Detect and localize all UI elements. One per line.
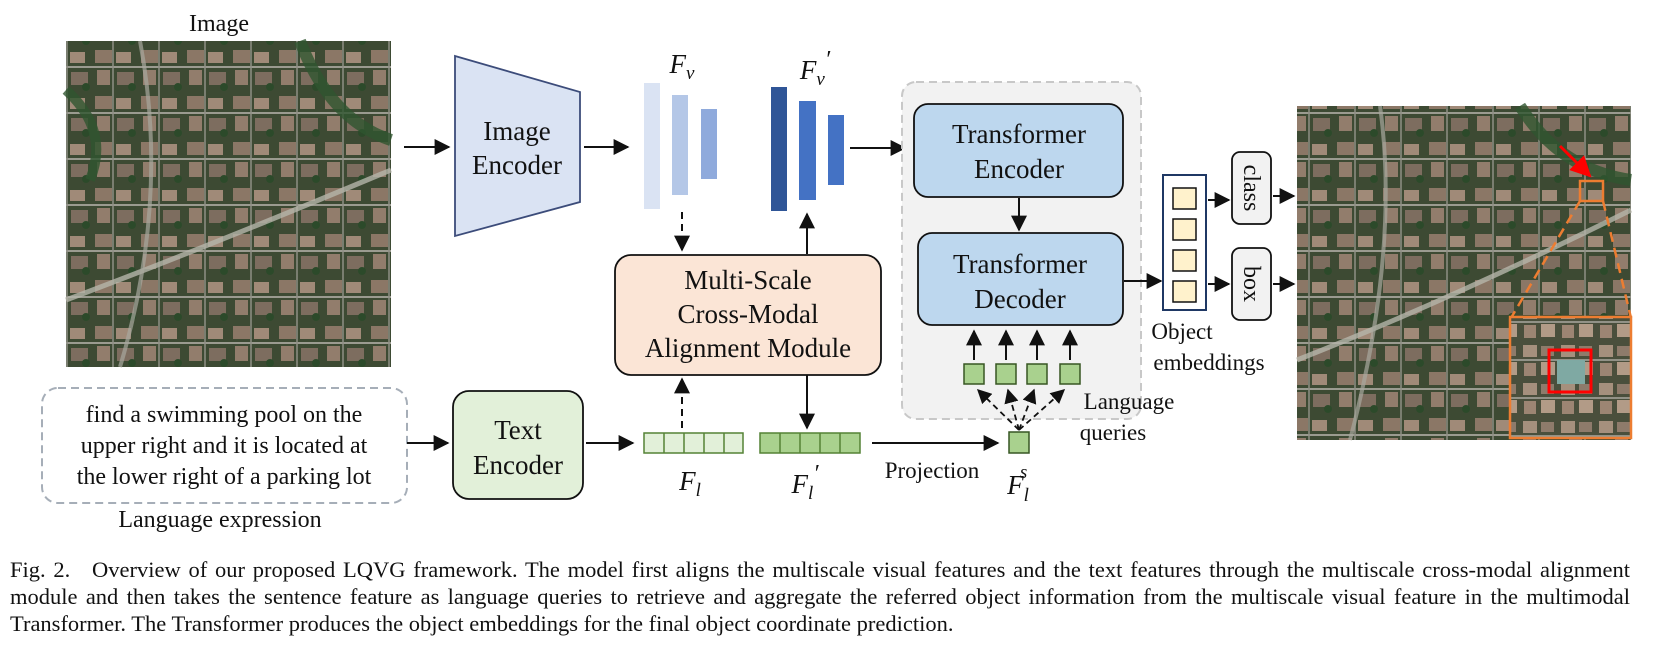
text-encoder-block	[452, 390, 584, 500]
transformer-encoder-label-line1: Transformer	[952, 119, 1086, 149]
caption-text: Overview of our proposed LQVG framework.…	[10, 557, 1631, 636]
alignment-label-line1: Multi-Scale	[684, 265, 811, 295]
fv-sub: v	[686, 63, 695, 84]
object-embedding-cells	[1172, 187, 1197, 303]
fl-prime-label: Fl′	[790, 461, 819, 504]
target-pointer-arrow	[1558, 144, 1592, 178]
transformer-decoder-label-line2: Decoder	[974, 284, 1065, 314]
zoom-guide-right	[1601, 200, 1633, 319]
transformer-decoder-label-line1: Transformer	[953, 249, 1087, 279]
fls-base: F	[1006, 470, 1024, 500]
image-encoder-label-line1: Image	[483, 116, 550, 146]
fv-prime-label: Fv′	[799, 47, 831, 90]
fls-sup: s	[1020, 462, 1027, 483]
class-head-block	[1231, 151, 1272, 225]
caption-fig-number: Fig. 2.	[10, 557, 71, 582]
fl-prime-token-strip	[759, 432, 861, 454]
box-head-block	[1231, 247, 1272, 321]
language-expression-box	[41, 387, 408, 504]
query-to-decoder-arrows	[966, 329, 1078, 360]
box-head-label: box	[1238, 266, 1264, 302]
fv-prime-feature-maps	[771, 87, 844, 211]
transformer-encoder-label-line2: Encoder	[974, 154, 1064, 184]
text-encoder-label-line1: Text	[494, 415, 542, 445]
fls-fanout-dashed-arrows	[976, 388, 1066, 431]
alignment-label-line3: Alignment Module	[645, 333, 851, 363]
image-encoder-label-line2: Encoder	[472, 150, 562, 180]
input-aerial-image	[62, 38, 393, 368]
fl-base: F	[678, 466, 696, 496]
fl-sub: l	[696, 480, 701, 501]
language-queries-label-line2: queries	[1080, 420, 1146, 445]
fv-feature-maps	[644, 83, 717, 209]
transformer-encoder-block	[913, 103, 1124, 198]
transformer-decoder-block	[917, 232, 1124, 326]
alignment-module-block	[614, 254, 882, 376]
fl-prime-base: F	[790, 469, 808, 499]
fls-token	[1008, 431, 1030, 454]
lqvg-diagram: Image Image Encoder Fv Fv′ Multi-Scale C…	[41, 11, 1633, 533]
fv-prime-sub: v	[816, 69, 825, 90]
fl-label: Fl	[678, 466, 701, 501]
zoomed-highlight-box	[1547, 348, 1593, 394]
object-embeddings-label-line2: embeddings	[1153, 350, 1264, 375]
fv-prime-mark: ′	[825, 47, 831, 73]
image-label: Image	[189, 11, 249, 37]
alignment-label-line2: Cross-Modal	[678, 299, 819, 329]
expression-caption-label: Language expression	[118, 507, 321, 533]
expression-line3: the lower right of a parking lot	[77, 464, 372, 490]
language-queries-label-line1: Language	[1084, 389, 1175, 414]
fv-prime-base: F	[799, 55, 817, 85]
predicted-target-box	[1578, 179, 1605, 203]
expression-line2: upper right and it is located at	[81, 433, 368, 459]
expression-line1: find a swimming pool on the	[86, 402, 363, 428]
projection-label: Projection	[885, 458, 980, 483]
fls-sub: l	[1024, 485, 1029, 506]
fl-token-strip	[643, 432, 744, 454]
fl-prime-sub: l	[808, 483, 813, 504]
image-encoder-block	[454, 54, 581, 238]
language-query-tokens	[963, 363, 1081, 385]
fl-prime-mark: ′	[813, 461, 819, 487]
text-encoder-label-line2: Encoder	[473, 450, 563, 480]
fls-label: Fls	[1006, 462, 1029, 506]
class-head-label: class	[1238, 165, 1264, 212]
fv-base: F	[669, 49, 687, 79]
zoom-guide-left	[1509, 200, 1582, 319]
figure-caption: Fig. 2. Overview of our proposed LQVG fr…	[10, 556, 1630, 637]
fv-label: Fv	[669, 49, 696, 84]
object-embeddings-label-line1: Object	[1151, 319, 1213, 344]
zoomed-inset	[1508, 315, 1633, 440]
